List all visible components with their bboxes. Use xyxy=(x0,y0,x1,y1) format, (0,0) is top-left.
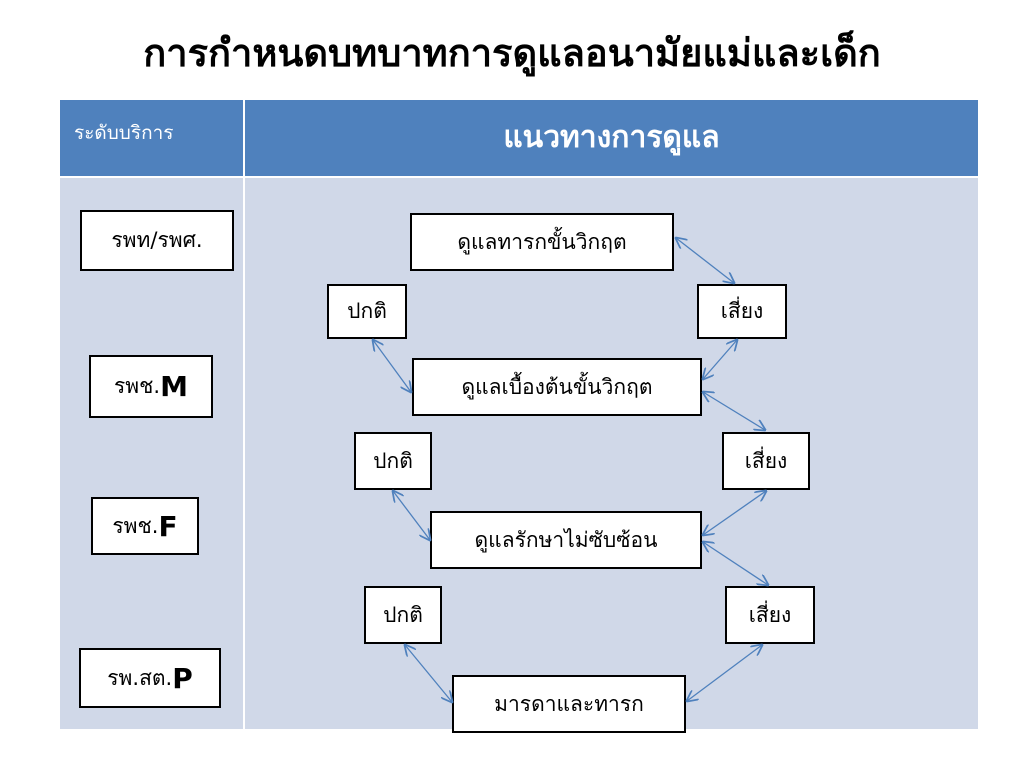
flow-box-label: ดูแลเบื้องต้นขั้นวิกฤต xyxy=(461,374,653,399)
flow-box-label: เสี่ยง xyxy=(720,299,764,323)
header-care-guideline: แนวทางการดูแล xyxy=(245,100,978,176)
page-title: การกำหนดบทบาทการดูแลอนามัยแม่และเด็ก xyxy=(143,30,881,75)
header-service-level: ระดับบริการ xyxy=(60,100,243,176)
level-label: รพช. xyxy=(112,513,159,538)
flow-box-label: ปกติ xyxy=(347,299,387,323)
level-label: รพช. xyxy=(114,374,161,398)
flow-box-label: ดูแลรักษาไม่ซับซ้อน xyxy=(474,527,658,552)
flow-box-normal: ปกติ xyxy=(327,284,407,339)
level-code: P xyxy=(172,661,193,695)
flow-box-label: เสี่ยง xyxy=(748,602,792,627)
header-care-guideline-label: แนวทางการดูแล xyxy=(503,120,720,155)
level-box-health-promoting-p: รพ.สต.P xyxy=(79,648,221,708)
level-box-community-m: รพช.M xyxy=(89,355,213,418)
level-label: รพ.สต. xyxy=(107,665,173,690)
flow-box-critical-care: ดูแลทารกขั้นวิกฤต xyxy=(410,213,674,271)
level-label: รพท/รพศ. xyxy=(111,228,203,252)
header-service-level-label: ระดับบริการ xyxy=(74,122,174,144)
flow-box-mother-and-baby: มารดาและทารก xyxy=(452,675,686,733)
flow-box-uncomplicated-care: ดูแลรักษาไม่ซับซ้อน xyxy=(430,511,702,569)
level-box-community-f: รพช.F xyxy=(91,497,199,555)
flow-box-basic-critical-care: ดูแลเบื้องต้นขั้นวิกฤต xyxy=(412,358,702,416)
level-code: M xyxy=(160,370,188,403)
level-code: F xyxy=(158,509,178,543)
flow-box-label: ปกติ xyxy=(383,602,423,627)
flow-box-normal: ปกติ xyxy=(354,432,432,490)
flow-box-label: มารดาและทารก xyxy=(494,691,644,716)
flow-box-label: ดูแลทารกขั้นวิกฤต xyxy=(457,229,627,254)
flow-box-risk: เสี่ยง xyxy=(697,284,787,339)
flow-box-label: ปกติ xyxy=(373,448,413,473)
level-box-general-hospital: รพท/รพศ. xyxy=(80,210,234,271)
flow-box-risk: เสี่ยง xyxy=(725,586,815,644)
flow-box-normal: ปกติ xyxy=(364,586,442,644)
flow-box-risk: เสี่ยง xyxy=(722,432,810,490)
flow-box-label: เสี่ยง xyxy=(744,448,788,473)
